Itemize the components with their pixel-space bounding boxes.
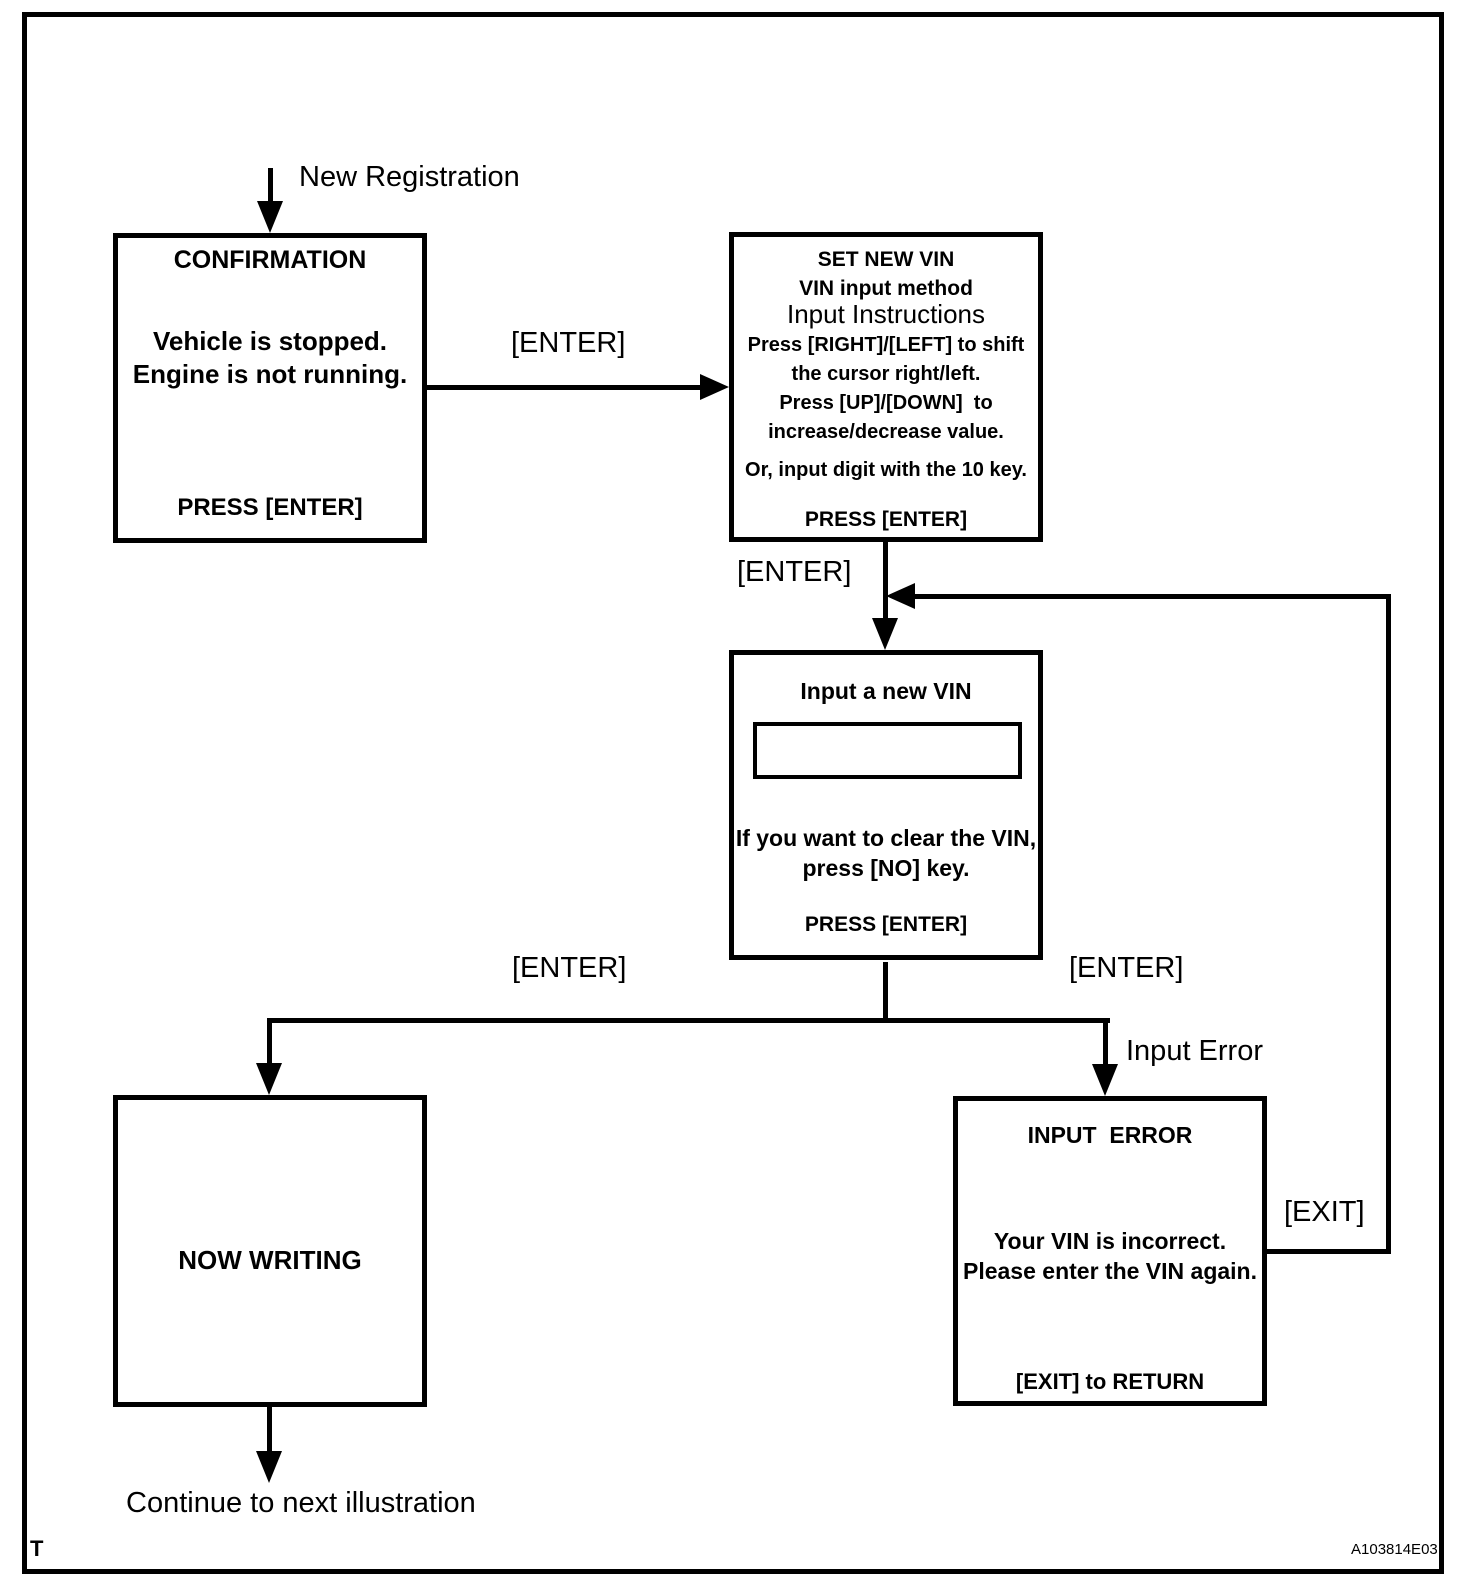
screen-footer: [EXIT] to RETURN	[1015, 1369, 1205, 1394]
figure-code: A103814E03	[1351, 1541, 1438, 1558]
corner-mark: T	[30, 1536, 44, 1561]
enter-label: [ENTER]	[1069, 952, 1184, 984]
vin-input-field	[753, 722, 1022, 779]
screen-body-line: press [NO] key.	[802, 855, 970, 881]
screen-title: NOW WRITING	[178, 1245, 362, 1275]
enter-label: [ENTER]	[511, 327, 626, 359]
connector-line	[267, 1018, 1110, 1023]
connector-line	[267, 1407, 272, 1453]
screen-instruction-line: Press [UP]/[DOWN] to	[779, 392, 993, 414]
page-border	[22, 12, 1444, 1574]
screen-set-new-vin: SET NEW VIN VIN input method Input Instr…	[729, 232, 1043, 542]
screen-input-error: INPUT ERROR Your VIN is incorrect. Pleas…	[953, 1096, 1267, 1406]
arrow-down-icon	[1092, 1064, 1118, 1096]
arrow-left-icon	[886, 583, 915, 609]
arrow-down-icon	[872, 618, 898, 650]
connector-line	[883, 962, 888, 1023]
arrow-down-icon	[256, 1451, 282, 1483]
screen-footer: PRESS [ENTER]	[804, 508, 968, 531]
screen-title: CONFIRMATION	[173, 246, 367, 274]
screen-body-line: Your VIN is incorrect.	[993, 1228, 1227, 1254]
screen-title: SET NEW VIN	[817, 248, 955, 271]
screen-instruction-line: increase/decrease value.	[768, 421, 1004, 443]
input-error-label: Input Error	[1126, 1035, 1263, 1067]
screen-title: INPUT ERROR	[1027, 1122, 1193, 1148]
screen-body-line: Please enter the VIN again.	[962, 1258, 1257, 1284]
connector-line	[1103, 1018, 1108, 1066]
exit-label: [EXIT]	[1284, 1196, 1365, 1228]
screen-title: Input a new VIN	[800, 678, 972, 704]
continue-label: Continue to next illustration	[126, 1487, 476, 1519]
screen-now-writing: NOW WRITING	[113, 1095, 427, 1407]
screen-body-line: Engine is not running.	[132, 359, 408, 389]
screen-input-new-vin: Input a new VIN If you want to clear the…	[729, 650, 1043, 960]
screen-footer: PRESS [ENTER]	[804, 913, 968, 936]
exit-return-line	[912, 594, 1391, 599]
screen-footer: PRESS [ENTER]	[177, 494, 363, 521]
enter-label: [ENTER]	[512, 952, 627, 984]
screen-instruction-line: Or, input digit with the 10 key.	[745, 459, 1027, 481]
screen-instruction-line: the cursor right/left.	[791, 363, 981, 385]
connector-line	[267, 1018, 272, 1065]
arrow-down-icon	[256, 1063, 282, 1095]
screen-subtitle: VIN input method	[799, 277, 973, 300]
arrow-right-icon	[700, 374, 729, 400]
screen-body-line: If you want to clear the VIN,	[735, 825, 1037, 851]
connector-line	[883, 542, 888, 620]
screen-instruction-line: Press [RIGHT]/[LEFT] to shift	[747, 334, 1025, 356]
enter-label: [ENTER]	[737, 556, 852, 588]
exit-return-line	[1386, 594, 1391, 1254]
screen-heading: Input Instructions	[787, 299, 985, 329]
screen-confirmation: CONFIRMATION Vehicle is stopped. Engine …	[113, 233, 427, 543]
connector-start-line	[268, 168, 273, 204]
arrow-down-icon	[257, 201, 283, 233]
screen-body-line: Vehicle is stopped.	[152, 326, 388, 356]
connector-line	[427, 385, 702, 390]
exit-return-line	[1267, 1249, 1391, 1254]
start-label: New Registration	[299, 161, 520, 193]
